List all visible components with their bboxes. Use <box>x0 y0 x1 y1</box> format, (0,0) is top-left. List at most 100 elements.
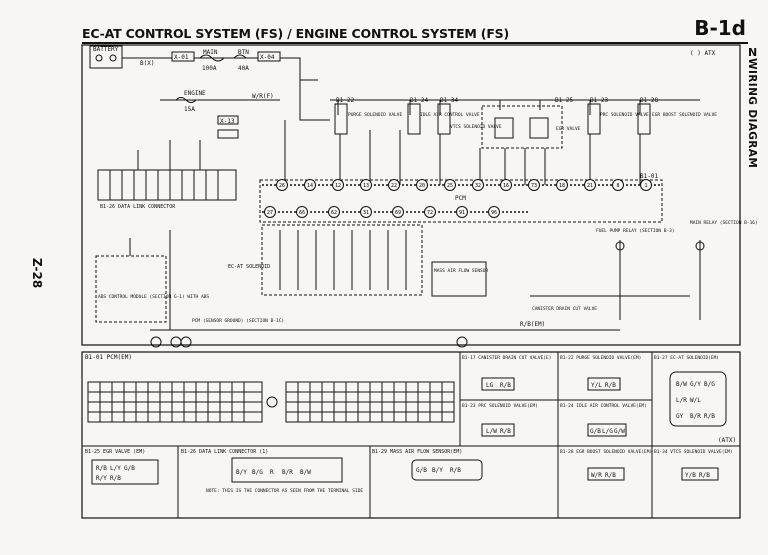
b1-28-pin-2: R/B <box>605 472 616 479</box>
b1-27-pin-3: B/G <box>704 381 715 388</box>
pcm-pin-mid-label-69: 69 <box>395 210 401 216</box>
battery-label: BATTERY <box>93 46 119 53</box>
pcm-pin-mid-circle-62 <box>328 206 340 218</box>
pcm-pin-top-label-25: 25 <box>447 183 453 189</box>
b1-25-pin-4: R/Y <box>96 475 107 482</box>
pcm-pin-mid-circle-31 <box>360 206 372 218</box>
fuse-main-name: MAIN <box>203 49 218 56</box>
pcm-pin-top-label-18: 18 <box>559 183 565 189</box>
b1-17-pin-1: LG <box>486 382 494 389</box>
egr-boost-solenoid-symbol <box>637 103 651 135</box>
b1-26-pin-5: B/W <box>300 469 311 476</box>
b1-34-pin-1: Y/B <box>685 472 696 479</box>
purge-solenoid-symbol <box>334 103 348 135</box>
comp-code-prc: B1-23 <box>590 97 608 104</box>
pcm-pin-top-label-1: 1 <box>644 183 647 189</box>
pcm-pin-top-label-14: 14 <box>307 183 313 189</box>
b1-17-pin-2: R/B <box>500 382 511 389</box>
b1-34-pin-2: R/B <box>699 472 710 479</box>
abs-module-box <box>95 255 167 323</box>
pcm-pin-mid-circle-72 <box>424 206 436 218</box>
panel-title-b1-34: B1-34 VTCS SOLENOID VALVE(EM) <box>654 449 733 455</box>
fuse-btn-amp: 40A <box>238 65 249 72</box>
pcm-pin-top-circle-73 <box>528 179 540 191</box>
pcm-pin-top-label-16: 16 <box>503 183 509 189</box>
b1-26-pin-1: B/Y <box>236 469 247 476</box>
pcm-pin-top-label-13: 13 <box>363 183 369 189</box>
fuse-main-code: X-01 <box>174 54 189 61</box>
pcm-pin-mid-label-62: 62 <box>331 210 337 216</box>
comp-name-iac: IDLE AIR CONTROL VALVE <box>420 112 480 118</box>
b1-26-pin-2: B/G <box>252 469 263 476</box>
page-title: EC-AT CONTROL SYSTEM (FS) / ENGINE CONTR… <box>82 26 509 41</box>
b1-27-pin-4: L/R <box>676 397 687 404</box>
pcm-bottom-wire: R/B(EM) <box>520 321 545 328</box>
b1-24-pin-3: G/W <box>614 428 625 435</box>
comp-code-purge: B1-22 <box>336 97 354 104</box>
pcm-outline <box>259 179 663 223</box>
pcm-pin-mid-label-66: 66 <box>299 210 305 216</box>
prc-solenoid-symbol <box>587 103 601 135</box>
b1-25-pin-3: G/B <box>124 465 135 472</box>
title-rule <box>82 42 748 44</box>
dlc-note: NOTE: THIS IS THE CONNECTOR AS SEEN FROM… <box>206 488 363 494</box>
pcm-pin-top-label-26: 26 <box>279 183 285 189</box>
maf-sensor-symbol <box>431 261 487 297</box>
pcm-pin-top-circle-22 <box>388 179 400 191</box>
pcm-pin-top-circle-26 <box>276 179 288 191</box>
wire-wrf: W/R(F) <box>252 93 274 100</box>
pcm-pin-top-circle-25 <box>444 179 456 191</box>
fuse-main-amp: 100A <box>202 65 217 72</box>
pcm-pin-top-circle-32 <box>472 179 484 191</box>
panel-title-b1-01: B1-01 PCM(EM) <box>85 354 132 361</box>
variant-label: ( ) ATX <box>690 50 716 57</box>
pcm-pin-mid-circle-69 <box>392 206 404 218</box>
pcm-pin-mid-label-31: 31 <box>363 210 369 216</box>
b1-26-pin-3: R <box>270 469 274 476</box>
main-relay-symbol <box>695 241 705 251</box>
pcm-pin-top-circle-1 <box>640 179 652 191</box>
pcm-label: PCM <box>455 195 466 202</box>
abs-label: ABS CONTROL MODULE (SECTION G-1) WITH AB… <box>98 294 209 300</box>
pcm-pin-top-label-22: 22 <box>391 183 397 189</box>
ground-12 <box>150 336 162 348</box>
pcm-pin-top-circle-20 <box>416 179 428 191</box>
iac-valve-symbol <box>407 103 421 135</box>
connector-x13: X-13 <box>220 118 235 125</box>
ec-at-solenoid-block <box>261 224 423 296</box>
pcm-pin-top-circle-14 <box>304 179 316 191</box>
pcm-pin-mid-label-96: 96 <box>491 210 497 216</box>
fuse-btn <box>257 51 281 62</box>
pcm-pin-top-circle-21 <box>584 179 596 191</box>
battery-box <box>89 45 123 69</box>
b1-27-pin-2: G/Y <box>690 381 701 388</box>
comp-name-vtcs: VTCS SOLENOID VALVE <box>450 124 502 130</box>
panel-title-b1-25: B1-25 EGR VALVE (EM) <box>85 449 145 455</box>
panel-title-b1-28: B1-28 EGR BOOST SOLENOID VALVE(EM) <box>560 449 652 455</box>
pcm-pin-top-label-8: 8 <box>616 183 619 189</box>
b1-29-pin-2: B/Y <box>432 467 443 474</box>
panel-title-b1-22: B1-22 PURGE SOLENOID VALVE(EM) <box>560 355 641 361</box>
power-line <box>122 57 318 81</box>
page-code: B-1d <box>694 16 746 40</box>
b1-26-pin-4: B/R <box>282 469 293 476</box>
comp-name-egr: EGR VALVE <box>556 126 581 132</box>
pcm-pin-mid-circle-27 <box>264 206 276 218</box>
b1-28-pin-1: W/R <box>591 472 602 479</box>
b1-27-pin-1: B/W <box>676 381 687 388</box>
panel-title-b1-24: B1-24 IDLE AIR CONTROL VALVE(EM) <box>560 403 647 409</box>
pcm-pin-top-label-73: 73 <box>531 183 537 189</box>
pcm-pin-mid-circle-96 <box>488 206 500 218</box>
connector-panels <box>81 351 741 519</box>
pcm-pin-top-circle-16 <box>500 179 512 191</box>
side-letter: N <box>748 46 758 59</box>
pcm-pin-mid-label-27: 27 <box>267 210 273 216</box>
pcm-pin-top-label-12: 12 <box>335 183 341 189</box>
b1-25-pin-5: R/B <box>110 475 121 482</box>
b1-29-pin-1: G/B <box>416 467 427 474</box>
pcm-pin-top-label-32: 32 <box>475 183 481 189</box>
fuse-btn-name: BTN <box>238 49 249 56</box>
canister-drain-label: CANISTER DRAIN CUT VALVE <box>532 306 597 312</box>
maf-label: MASS AIR FLOW SENSOR <box>434 268 488 274</box>
b1-25-pin-2: L/Y <box>110 465 121 472</box>
